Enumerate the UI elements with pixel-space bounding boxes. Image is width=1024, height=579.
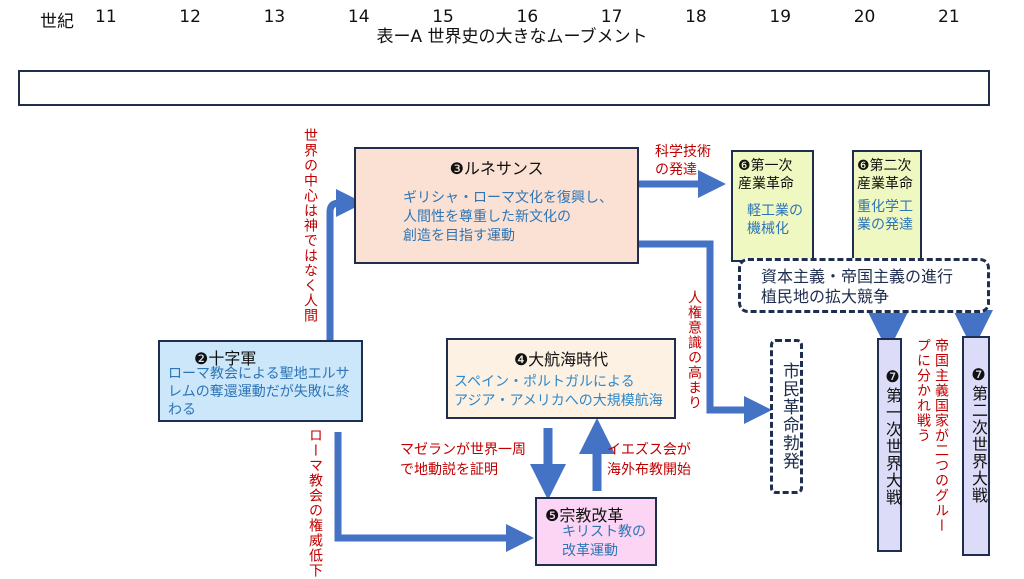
age-of-discovery-title: ❹大航海時代 [513,350,609,369]
age-of-discovery-line-1: スペイン・ポルトガルによる [454,374,635,390]
annotation-jesuits-line-2: 海外布教開始 [607,462,691,478]
century-tick: 12 [179,7,201,27]
century-tick: 18 [685,7,707,27]
world-war-1-label: ❼第一次世界大戦 [883,367,902,506]
civil-revolution-label: 市民革命勃発 [779,362,799,470]
age-of-discovery-line-2: アジア・アメリカへの大規模航海 [454,393,663,409]
century-tick: 14 [347,7,370,27]
arrow-renaissance-to-civil-revolution [638,240,772,424]
century-tick: 17 [600,7,623,27]
renaissance-line-2: 人間性を尊重した新文化の [403,209,571,225]
world-war-1-box: ❼第一次世界大戦 [877,338,902,552]
renaissance-title: ❸ルネサンス [449,159,544,178]
age-of-discovery-box: ❹大航海時代 スペイン・ポルトガルによる アジア・アメリカへの大規模航海 [446,338,676,419]
annotation-church-decline: ローマ教会の権威低下 [307,428,323,578]
annotation-humanism: 世界の中心は神ではなく人間 [302,128,318,323]
industrial-2-body-line-1: 重化学工 [857,199,913,215]
century-tick: 11 [95,7,117,27]
century-tick: 15 [432,7,454,27]
industrial-revolution-1-box: ❻第一次 産業革命 軽工業の 機械化 [731,150,814,262]
annotation-human-rights: 人権意識の高まり [686,290,702,410]
world-war-2-label: ❼第二次世界大戦 [969,365,988,504]
reformation-box: ❺宗教改革 キリスト教の 改革運動 [535,497,657,566]
diagram-title: 表ーA 世界史の大きなムーブメント [376,27,648,47]
crusades-title: ❷十字軍 [194,349,257,368]
industrial-revolution-2-box: ❻第二次 産業革命 重化学工 業の発達 [852,150,922,262]
renaissance-line-1: ギリシャ・ローマ文化を復興し、 [403,190,613,206]
industrial-2-body-line-2: 業の発達 [857,217,913,233]
century-tick: 16 [516,7,539,27]
industrial-1-body-line-1: 軽工業の [747,203,803,219]
annotation-magellan-line-1: マゼランが世界一周 [400,442,526,458]
reformation-line-2: 改革運動 [562,543,618,559]
crusades-box: ❷十字軍 ローマ教会による聖地エルサレムの奪還運動だが失敗に終わる [158,340,363,422]
century-tick: 21 [938,7,960,27]
civil-revolution-box: 市民革命勃発 [770,339,803,494]
reformation-title: ❺宗教改革 [545,506,624,525]
annotation-imperialism: 帝国主義国家が二つのグループに分かれ戦う [915,338,949,533]
timeline-label: 世紀 [40,12,74,32]
world-war-2-box: ❼第二次世界大戦 [962,336,990,556]
industrial-2-title-line-1: ❻第二次 [857,158,912,174]
century-tick: 13 [263,7,286,27]
century-tick: 19 [769,7,792,27]
renaissance-line-3: 創造を目指す運動 [403,228,515,244]
industrial-1-title-line-1: ❻第一次 [738,158,793,174]
crusades-description: ローマ教会による聖地エルサレムの奪還運動だが失敗に終わる [168,366,350,418]
industrial-1-body-line-2: 機械化 [747,221,789,237]
capitalism-line-2: 植民地の拡大競争 [761,287,890,306]
century-timeline [18,70,990,106]
arrow-crusades-to-reformation [334,432,534,552]
annotation-jesuits-line-1: イエズス会が [607,442,691,458]
industrial-1-title-line-2: 産業革命 [738,176,794,192]
reformation-line-1: キリスト教の [562,524,646,540]
industrial-2-title-line-2: 産業革命 [857,176,913,192]
century-tick: 20 [853,7,876,27]
capitalism-line-1: 資本主義・帝国主義の進行 [761,267,954,286]
capitalism-imperialism-box: 資本主義・帝国主義の進行 植民地の拡大競争 [738,258,990,313]
annotation-science-line-1: 科学技術 [655,144,711,160]
arrow-crusades-to-renaissance [326,189,364,341]
renaissance-box: ❸ルネサンス ギリシャ・ローマ文化を復興し、 人間性を尊重した新文化の 創造を目… [354,147,639,264]
annotation-science-line-2: の発達 [655,162,697,178]
annotation-magellan-line-2: で地動説を証明 [400,462,498,478]
